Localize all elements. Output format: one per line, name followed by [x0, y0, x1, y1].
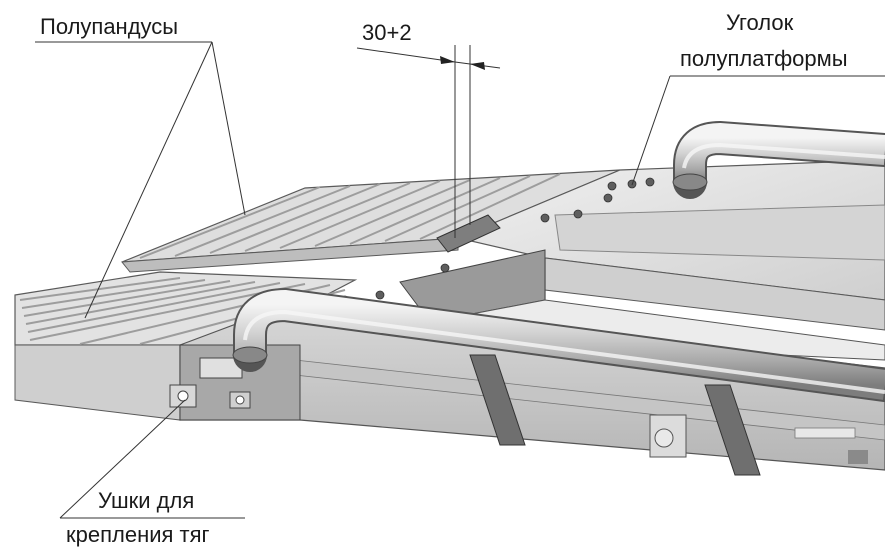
label-lugs-line1: Ушки для: [98, 488, 195, 513]
label-lugs-line2: крепления тяг: [66, 522, 210, 547]
dimension-30-2: [356, 45, 501, 238]
platform-angle-bar: [436, 214, 501, 253]
rear-handrail: [672, 120, 885, 199]
bolts: [340, 177, 655, 305]
leader-half-ramps: [35, 41, 246, 319]
upper-ramp-ribs: [139, 173, 561, 259]
label-platform-angle-line2: полуплатформы: [680, 46, 848, 71]
diagonal-braces: [469, 354, 761, 476]
leader-lugs: [59, 399, 245, 519]
upper-half-ramp: [121, 169, 621, 273]
label-half-ramps: Полупандусы: [40, 14, 179, 39]
label-platform-angle-line1: Уголок: [726, 10, 794, 35]
leader-platform-angle: [631, 75, 885, 186]
label-dimension: 30+2: [362, 20, 412, 45]
platform-deck: [456, 159, 885, 331]
cross-beam: [399, 249, 885, 361]
front-handrail: [232, 287, 885, 402]
